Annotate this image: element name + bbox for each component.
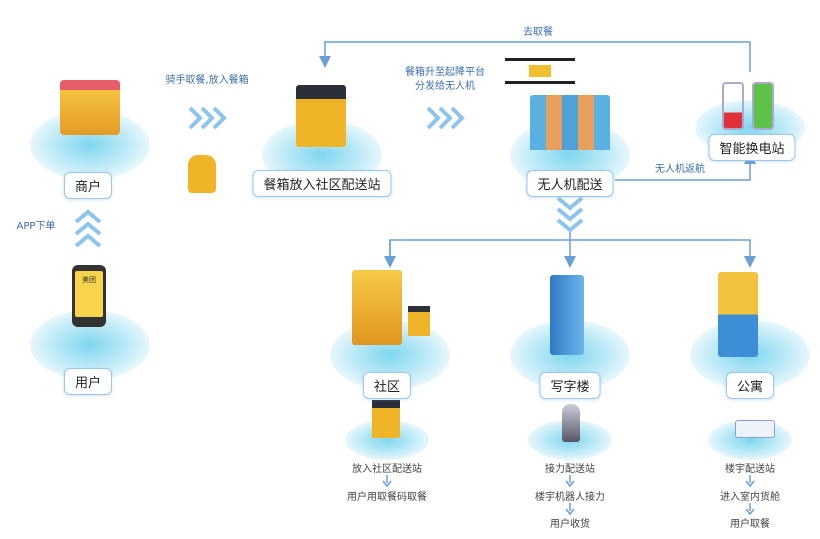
node-station: 餐箱放入社区配送站 bbox=[252, 170, 392, 197]
note-lift-2: 分发给无人机 bbox=[415, 81, 475, 92]
indoor-cabinet-icon bbox=[735, 420, 775, 438]
community-step: 放入社区配送站 bbox=[352, 464, 422, 475]
node-merchant: 商户 bbox=[63, 172, 113, 199]
battery-empty-icon bbox=[722, 82, 744, 130]
app-screen: 美团 bbox=[75, 271, 103, 317]
office-step: 用户收货 bbox=[550, 519, 590, 530]
battery-full-icon bbox=[752, 82, 774, 130]
apartment-tower-icon bbox=[718, 272, 758, 357]
node-battery: 智能换电站 bbox=[708, 134, 796, 161]
chevron-down-icon bbox=[556, 196, 584, 233]
note-rider: 骑手取餐,放入餐箱 bbox=[165, 75, 249, 86]
down-arrow-icon bbox=[382, 475, 392, 488]
office-tower-icon bbox=[550, 275, 584, 355]
go-pickup-line bbox=[319, 41, 751, 72]
office-step: 楼宇机器人接力 bbox=[535, 492, 605, 503]
return-line bbox=[615, 152, 756, 181]
node-office: 写字楼 bbox=[539, 372, 601, 399]
community-buildings-icon bbox=[352, 270, 402, 345]
note-return: 无人机返航 bbox=[655, 164, 705, 175]
robot-icon bbox=[562, 404, 580, 442]
down-arrow-icon bbox=[565, 503, 575, 516]
node-apartment: 公寓 bbox=[725, 372, 775, 399]
community-locker-icon bbox=[408, 306, 430, 336]
note-app-order: APP下单 bbox=[16, 221, 56, 232]
note-go-pickup: 去取餐 bbox=[523, 27, 553, 38]
down-arrow-icon bbox=[745, 503, 755, 516]
node-user: 用户 bbox=[63, 368, 113, 395]
apartment-step: 进入室内货舱 bbox=[720, 492, 780, 503]
drone-icon bbox=[505, 58, 575, 84]
phone-icon: 美团 bbox=[72, 265, 106, 327]
shop-icon bbox=[60, 80, 120, 135]
small-locker-icon bbox=[372, 400, 400, 438]
city-icon bbox=[530, 95, 610, 150]
locker-station-icon bbox=[296, 85, 346, 147]
node-community: 社区 bbox=[362, 372, 412, 399]
community-step: 用户用取餐码取餐 bbox=[347, 492, 427, 503]
apartment-step: 楼宇配送站 bbox=[725, 464, 775, 475]
apartment-step: 用户取餐 bbox=[730, 519, 770, 530]
note-lift-1: 餐箱升至起降平台 bbox=[405, 67, 485, 78]
office-step: 接力配送站 bbox=[545, 464, 595, 475]
chevron-up-icon bbox=[74, 209, 102, 248]
down-arrow-icon bbox=[565, 475, 575, 488]
chevron-right-icon bbox=[188, 106, 465, 130]
node-drone: 无人机配送 bbox=[526, 170, 614, 197]
down-arrow-icon bbox=[745, 475, 755, 488]
rider-scooter-icon bbox=[188, 155, 216, 193]
